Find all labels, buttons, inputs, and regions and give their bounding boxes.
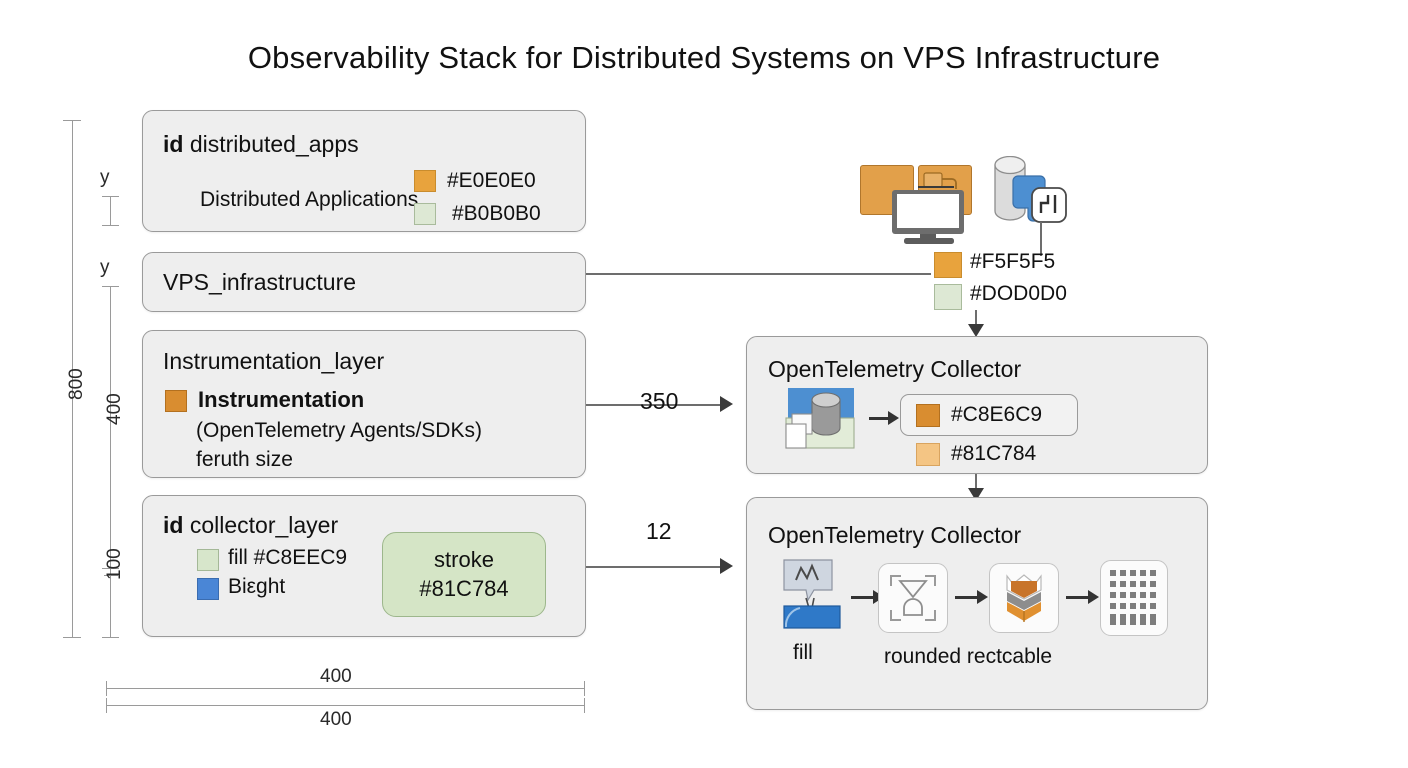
edge-350-arrow — [720, 396, 733, 412]
dimension-y1-tick-bottom — [102, 225, 119, 227]
metrics-bubble-icon — [782, 558, 844, 633]
distributed-apps-swatch-label-0: #E0E0E0 — [447, 169, 536, 192]
grid-dots-icon — [1110, 570, 1158, 626]
collector-top-title: OpenTelemetry Collector — [768, 356, 1022, 382]
hourglass-frame-icon — [890, 575, 936, 621]
distributed-apps-id-prefix: id — [163, 131, 184, 157]
dimension-100-line — [110, 575, 112, 637]
instrumentation-bullet-label: Instrumentation — [198, 387, 365, 412]
distributed-apps-swatch-0 — [414, 170, 436, 192]
dimension-outer-tick-bottom — [63, 637, 81, 639]
pipeline-stem-0 — [851, 596, 873, 599]
monitor-icon — [887, 189, 977, 245]
dimension-y1-line — [110, 196, 112, 226]
distributed-apps-id: id distributed_apps — [163, 131, 359, 158]
edge-12-arrow — [720, 558, 733, 574]
connector-node-icon — [1010, 168, 1072, 230]
dimension-h1-label: 400 — [320, 666, 352, 687]
dimension-h2-tick-left — [106, 698, 108, 713]
connector-node-stem — [1040, 222, 1042, 256]
cluster-to-collector-arrow — [968, 324, 984, 337]
pipeline-arrow-2 — [1088, 590, 1099, 604]
collector-layer-swatch-label-1: Biεght — [228, 575, 286, 598]
dimension-outer-tick-top — [63, 120, 81, 122]
collector-top-pipe-stem — [869, 417, 888, 420]
pipeline-caption-0: fill — [793, 641, 813, 664]
cluster-swatch-label-0: #F5F5F5 — [970, 250, 1056, 273]
dimension-h1-line — [106, 688, 585, 690]
distributed-apps-label: Distributed Applications — [200, 188, 419, 211]
dimension-h1-tick-left — [106, 681, 108, 696]
collector-top-chip[interactable] — [900, 394, 1078, 436]
distributed-apps-swatch-label-1: #B0B0B0 — [452, 202, 541, 225]
dimension-100-tick-bottom — [102, 637, 119, 639]
server-database-icon — [782, 388, 860, 450]
collector-layer-id-value: collector_layer — [189, 512, 339, 538]
pipeline-stem-2 — [1066, 596, 1088, 599]
collector-top-chip-swatch — [916, 404, 940, 427]
collector-top-swatch-label: #81C784 — [951, 442, 1037, 465]
vps-infrastructure-label: VPS_infrastructure — [163, 269, 357, 295]
cluster-swatch-1 — [934, 284, 962, 310]
instrumentation-sub-line-1: (OpenTelemetry Agents/SDKs) — [196, 419, 482, 442]
dimension-h2-tick-right — [584, 698, 586, 713]
collector-layer-id: id collector_layer — [163, 512, 338, 539]
dimension-h2-line — [106, 705, 585, 707]
node-instrumentation-layer[interactable] — [142, 330, 586, 478]
edge-350-label: 350 — [640, 388, 679, 414]
pipeline-arrow-1 — [977, 590, 988, 604]
collector-layer-swatch-label-0: fill #C8EEC9 — [228, 546, 348, 569]
collector-top-swatch — [916, 443, 940, 466]
page-title: Observability Stack for Distributed Syst… — [247, 40, 1161, 75]
dimension-h2-label: 400 — [320, 709, 352, 730]
collector-layer-chip-line2: #81C784 — [419, 575, 509, 601]
pipeline-caption-1: rounded rectcable — [884, 645, 1053, 668]
dimension-outer-line — [72, 120, 74, 638]
edge-12-line — [586, 566, 720, 568]
collector-layer-chip-line1: stroke — [434, 547, 494, 573]
instrumentation-layer-label: Instrumentation_layer — [163, 348, 385, 374]
dimension-400-label: 400 — [104, 393, 125, 425]
dimension-y1-tick-top — [102, 196, 119, 198]
collector-layer-swatch-1 — [197, 578, 219, 600]
node-distributed-apps[interactable] — [142, 110, 586, 232]
pipeline-stem-1 — [955, 596, 977, 599]
dimension-h1-tick-right — [584, 681, 586, 696]
collector-bottom-title: OpenTelemetry Collector — [768, 522, 1022, 548]
collector-layer-id-prefix: id — [163, 512, 184, 538]
edge-350-line — [586, 404, 720, 406]
distributed-apps-swatch-1 — [414, 203, 436, 225]
dimension-400-line — [110, 286, 112, 575]
collector-layer-stroke-chip: stroke #81C784 — [382, 532, 546, 617]
dimension-outer-label: 800 — [66, 368, 87, 400]
cluster-swatch-label-1: #DOD0D0 — [970, 282, 1067, 305]
instrumentation-bullet-swatch — [165, 390, 187, 412]
dimension-400-tick-bottom — [102, 568, 119, 570]
dimension-y2-label: y — [100, 257, 110, 278]
connector-vps-to-cluster — [586, 273, 931, 275]
collector-top-pipe-arrow — [888, 411, 899, 425]
collector-top-chip-label: #C8E6C9 — [951, 403, 1043, 426]
layered-stack-icon — [1001, 572, 1047, 624]
collector-layer-swatch-0 — [197, 549, 219, 571]
dimension-100-label: 100 — [104, 548, 125, 580]
node-vps-infrastructure[interactable] — [142, 252, 586, 312]
edge-12-label: 12 — [646, 518, 672, 544]
distributed-apps-id-value: distributed_apps — [189, 131, 359, 157]
instrumentation-sub-line-2: feruth size — [196, 448, 293, 471]
collector-top-to-bottom-line — [975, 474, 977, 490]
cluster-to-collector-line — [975, 310, 977, 326]
cluster-swatch-0 — [934, 252, 962, 278]
dimension-y1-label: y — [100, 167, 110, 188]
